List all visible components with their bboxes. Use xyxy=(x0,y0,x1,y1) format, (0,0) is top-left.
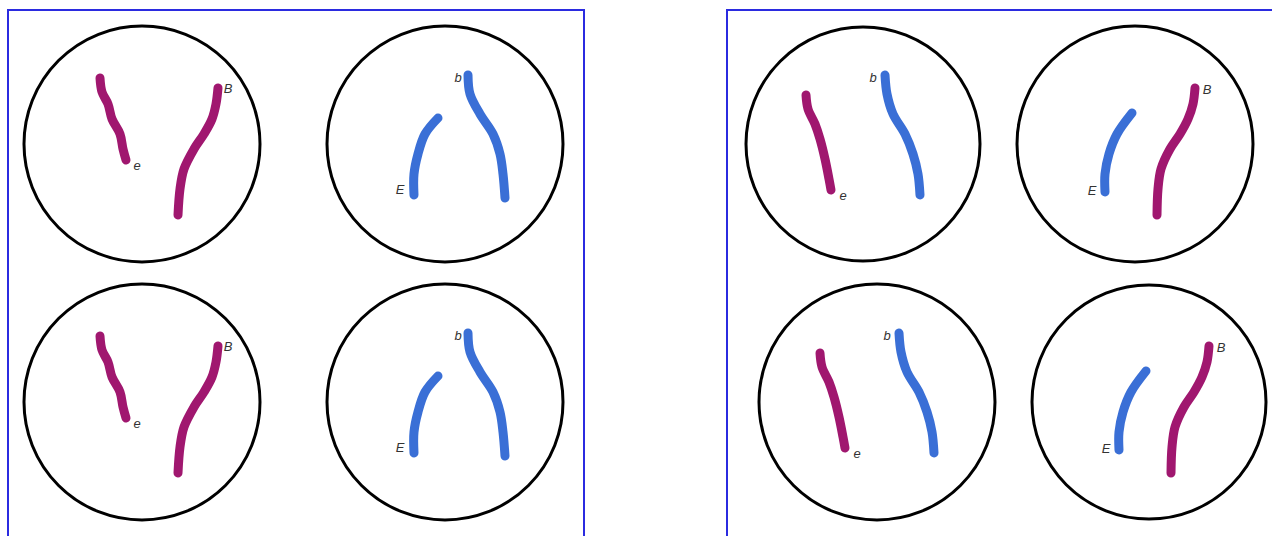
allele-label: E xyxy=(396,441,405,454)
allele-label: E xyxy=(396,183,405,196)
chromosome xyxy=(414,118,438,195)
chromosome xyxy=(806,95,831,190)
allele-label: E xyxy=(1088,184,1097,197)
chromosome xyxy=(885,75,920,195)
cell-outline xyxy=(757,282,997,522)
cell-membrane xyxy=(759,284,995,520)
chromosome xyxy=(100,336,126,418)
allele-label: e xyxy=(133,159,140,172)
cell-outline xyxy=(22,282,262,522)
cell-membrane xyxy=(1032,285,1266,519)
cell-outline xyxy=(325,24,565,264)
allele-label: b xyxy=(454,71,461,84)
cell-membrane xyxy=(327,284,563,520)
allele-label: e xyxy=(839,189,846,202)
chromosome xyxy=(820,353,845,448)
chromosome xyxy=(899,333,934,453)
allele-label: b xyxy=(883,329,890,342)
cell-circle: eb xyxy=(757,282,997,522)
cell-membrane xyxy=(746,27,980,261)
allele-label: B xyxy=(224,340,233,353)
allele-label: b xyxy=(869,71,876,84)
cell-circle: Eb xyxy=(325,282,565,522)
chromosome xyxy=(414,376,438,453)
cell-outline xyxy=(22,24,262,264)
allele-label: B xyxy=(1203,83,1212,96)
cell-membrane xyxy=(327,26,563,262)
cell-outline xyxy=(744,25,982,263)
cell-membrane xyxy=(24,26,260,262)
cell-outline xyxy=(325,282,565,522)
cell-circle: eb xyxy=(744,25,982,263)
cell-membrane xyxy=(1017,26,1253,262)
allele-label: B xyxy=(224,82,233,95)
cell-circle: Eb xyxy=(325,24,565,264)
panel-frame xyxy=(8,10,584,536)
chromosome xyxy=(1157,88,1195,215)
allele-label: e xyxy=(133,417,140,430)
chromosome xyxy=(1119,371,1146,450)
allele-label: E xyxy=(1102,442,1111,455)
allele-label: B xyxy=(1217,341,1226,354)
chromosome xyxy=(100,78,126,160)
chromosome xyxy=(1105,113,1132,192)
chromosome xyxy=(178,88,218,215)
chromosome xyxy=(468,333,505,456)
chromosome xyxy=(1171,346,1209,473)
cell-circle: eB xyxy=(22,24,262,264)
cell-circle: eB xyxy=(22,282,262,522)
cell-outline xyxy=(1015,24,1255,264)
cell-outline xyxy=(1030,283,1268,521)
chromosome xyxy=(178,346,218,473)
cell-circle: EB xyxy=(1015,24,1255,264)
cell-membrane xyxy=(24,284,260,520)
cell-circle: EB xyxy=(1030,283,1268,521)
panel-frame xyxy=(727,10,1272,536)
allele-label: b xyxy=(454,329,461,342)
chromosome xyxy=(468,75,505,198)
allele-label: e xyxy=(853,447,860,460)
